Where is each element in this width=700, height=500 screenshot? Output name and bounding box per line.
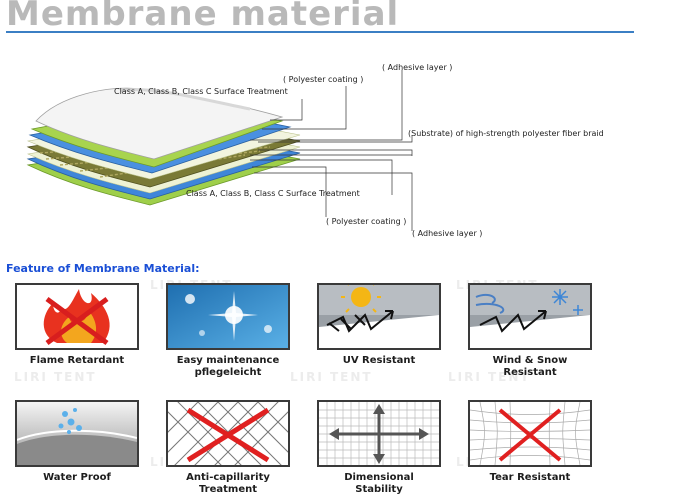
- feature-card-dimensional-stability: Dimensional Stability: [317, 400, 441, 496]
- adhesive-layer-bottom-label: ( Adhesive layer ): [412, 229, 483, 238]
- sun-uv-icon: [317, 283, 441, 350]
- feature-caption: Easy maintenance pflegeleicht: [166, 355, 290, 379]
- feature-card-flame-retardant: Flame Retardant: [15, 283, 139, 367]
- feature-caption: Wind & Snow Resistant: [468, 355, 592, 379]
- polyester-coating-bottom-label: ( Polyester coating ): [326, 217, 407, 226]
- feature-caption-line: Easy maintenance: [176, 355, 280, 366]
- adhesive-layer-top-label: ( Adhesive layer ): [382, 63, 453, 72]
- surface-treatment-bottom-label: Class A, Class B, Class C Surface Treatm…: [186, 189, 360, 198]
- feature-card-anti-capillarity: Anti-capillarity Treatment: [166, 400, 290, 496]
- feature-caption: Flame Retardant: [15, 355, 139, 367]
- feature-caption: Dimensional Stability: [317, 472, 441, 496]
- title-divider: [6, 31, 634, 33]
- sparkle-icon: [166, 283, 290, 350]
- feature-caption-line: Wind & Snow: [492, 355, 568, 366]
- watermark: LIRI TENT: [14, 370, 97, 384]
- feature-caption-line: Anti-capillarity: [186, 472, 270, 483]
- feature-caption-line: Resistant: [503, 367, 557, 378]
- feature-caption-line: pflegeleicht: [194, 367, 262, 378]
- feature-caption: Tear Resistant: [468, 472, 592, 484]
- feature-caption: Anti-capillarity Treatment: [166, 472, 290, 496]
- feature-card-uv-resistant: UV Resistant: [317, 283, 441, 367]
- feature-card-water-proof: Water Proof: [15, 400, 139, 484]
- capillary-grid-icon: [166, 400, 290, 467]
- watermark: LIRI TENT: [290, 370, 373, 384]
- feature-caption: UV Resistant: [317, 355, 441, 367]
- tear-cross-icon: [468, 400, 592, 467]
- feature-caption-line: UV Resistant: [342, 355, 416, 366]
- flame-icon: [15, 283, 139, 350]
- page-title: Membrane material: [6, 0, 400, 34]
- features-heading: Feature of Membrane Material:: [6, 262, 200, 275]
- feature-card-wind-snow: Wind & Snow Resistant: [468, 283, 592, 379]
- feature-caption-line: Flame Retardant: [29, 355, 125, 366]
- feature-card-easy-maintenance: Easy maintenance pflegeleicht: [166, 283, 290, 379]
- feature-caption-line: Water Proof: [43, 472, 111, 483]
- feature-card-tear-resistant: Tear Resistant: [468, 400, 592, 484]
- polyester-coating-top-label: ( Polyester coating ): [283, 75, 364, 84]
- membrane-layers-illustration: [26, 70, 413, 231]
- surface-treatment-top-label: Class A, Class B, Class C Surface Treatm…: [114, 87, 288, 96]
- membrane-layer-diagram: ( Adhesive layer ) ( Polyester coating )…: [0, 55, 700, 250]
- watermark: LIRI TENT: [448, 370, 531, 384]
- feature-caption: Water Proof: [15, 472, 139, 484]
- feature-caption-line: Dimensional: [344, 472, 414, 483]
- substrate-label: (Substrate) of high-strength polyester f…: [408, 129, 604, 138]
- arrows-cross-icon: [317, 400, 441, 467]
- feature-caption-line: Tear Resistant: [489, 472, 571, 483]
- water-drop-icon: [15, 400, 139, 467]
- feature-caption-line: Stability: [355, 484, 403, 495]
- wind-snow-icon: [468, 283, 592, 350]
- feature-caption-line: Treatment: [198, 484, 258, 495]
